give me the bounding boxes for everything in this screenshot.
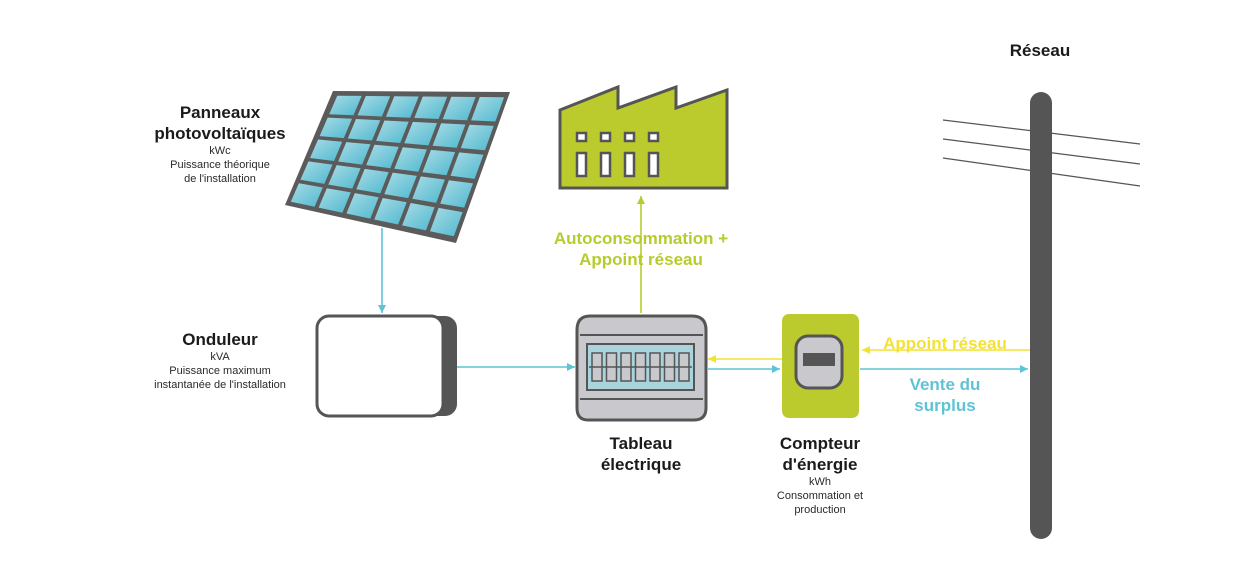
grid-label: Réseau (990, 40, 1090, 61)
factory-window (575, 131, 588, 143)
solar-cell (376, 120, 409, 143)
solar-cell (356, 168, 389, 194)
inverter-label: Onduleur kVA Puissance maximum instantan… (145, 329, 295, 392)
solar-panel-icon (285, 91, 510, 243)
solar-cell (328, 165, 361, 189)
board-title: Tableau électrique (600, 434, 682, 474)
panels-desc: Puissance théorique de l'installation (170, 159, 270, 185)
solar-cell (440, 180, 473, 208)
solar-cell (432, 123, 466, 148)
panels-title: Panneaux photovoltaïques (154, 103, 286, 143)
inverter-unit: kVA (210, 351, 230, 363)
solar-cell (310, 139, 343, 161)
meter-title: Compteur d'énergie (779, 434, 861, 474)
solar-cell (319, 117, 352, 139)
solar-cell (347, 119, 381, 141)
solar-cell (422, 149, 456, 176)
surplus-sale-label: Vente du surplus (909, 375, 981, 415)
solar-cell (471, 97, 505, 122)
solar-cell (450, 152, 484, 179)
solar-cell (346, 193, 379, 219)
solar-cell (290, 183, 323, 207)
board-label: Tableau électrique (586, 433, 696, 475)
inverter-icon (315, 314, 457, 418)
solar-cell (430, 207, 463, 237)
solar-cell (385, 96, 419, 118)
solar-cell (329, 95, 362, 116)
meter-desc: Consommation et production (776, 490, 864, 516)
factory-window (599, 151, 612, 178)
factory-window (623, 151, 636, 178)
factory-window (575, 151, 588, 178)
solar-cell (384, 172, 417, 199)
solar-cell (442, 96, 476, 121)
factory-window (647, 131, 660, 143)
factory-window (647, 151, 660, 178)
grid-supply-label: Appoint réseau (883, 334, 1007, 353)
self-consumption-label: Autoconsommation + Appoint réseau (553, 229, 729, 269)
inverter-title: Onduleur (182, 330, 258, 349)
solar-cell (318, 188, 351, 213)
solar-cell (300, 161, 333, 184)
solar-cell (394, 147, 427, 172)
meter-unit: kWh (809, 476, 831, 488)
factory-icon (558, 84, 729, 190)
solar-cell (402, 203, 435, 231)
solar-cell (404, 121, 437, 146)
meter-label: Compteur d'énergie kWh Consommation et p… (760, 433, 880, 517)
panels-unit: kWc (209, 145, 231, 157)
factory-window (623, 131, 636, 143)
solar-cell (412, 176, 445, 203)
energy-meter-icon (782, 314, 859, 418)
solar-cell (338, 142, 371, 165)
inverter-desc: Puissance maximum instantanée de l'insta… (154, 365, 286, 391)
grid-title: Réseau (1009, 41, 1071, 60)
solar-cell (357, 96, 391, 117)
electrical-board-icon (575, 314, 708, 422)
solar-cell (414, 96, 448, 119)
solar-cell (374, 198, 407, 225)
solar-cell (460, 124, 494, 151)
panels-label: Panneaux photovoltaïques kWc Puissance t… (140, 102, 300, 186)
factory-window (599, 131, 612, 143)
solar-cell (366, 144, 399, 169)
